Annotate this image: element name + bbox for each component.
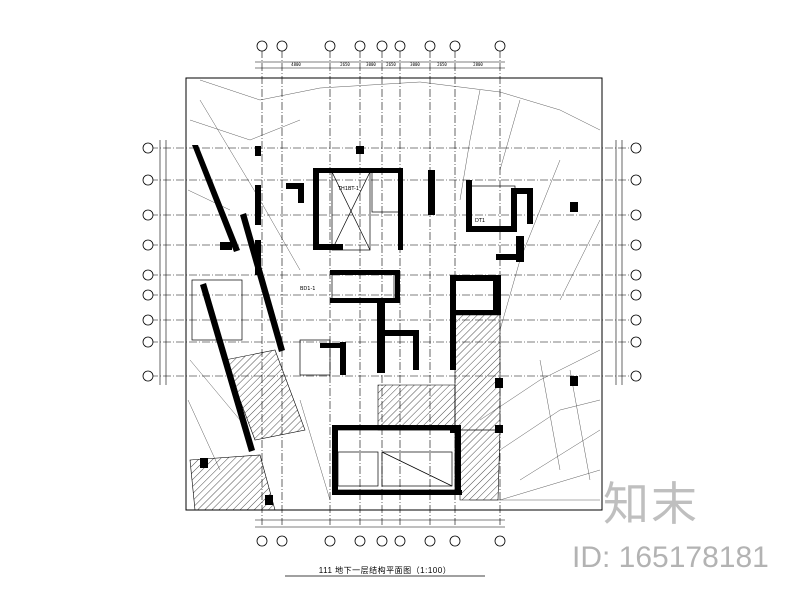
room-tag-left: BD1-1 (300, 286, 315, 292)
grid-bubbles-right (630, 142, 642, 382)
grid-bubbles-left (142, 142, 154, 382)
room-tag-core: TH1BT-1 (337, 186, 359, 192)
dim-top-6: 2650 (437, 62, 447, 67)
dim-top-2: 2650 (340, 62, 350, 67)
grid-bubbles-bottom (256, 535, 506, 547)
watermark-brand: 知末 (603, 478, 699, 530)
dim-top-3: 3000 (366, 62, 376, 67)
room-tags: TH1BT-1 DT1 BD1-1 (300, 186, 485, 292)
dim-top-4: 2650 (386, 62, 396, 67)
structural-walls (192, 145, 578, 505)
dim-top-7: 2800 (473, 62, 483, 67)
watermark-id: ID: 165178181 (572, 541, 769, 574)
room-tag-right: DT1 (475, 218, 485, 224)
dim-top-1: 4800 (291, 62, 301, 67)
drawing-title: 111 地下一层结构平面图（1:100） (318, 566, 452, 575)
hatched-areas (189, 314, 501, 511)
dim-top-5: 3000 (410, 62, 420, 67)
grid-axes (150, 50, 640, 525)
sheet-frame (185, 77, 603, 511)
grid-bubbles-top (256, 40, 506, 52)
dimension-texts: 4800 2650 3000 2650 3000 2650 2800 (291, 62, 483, 67)
dimension-lines (159, 61, 623, 528)
